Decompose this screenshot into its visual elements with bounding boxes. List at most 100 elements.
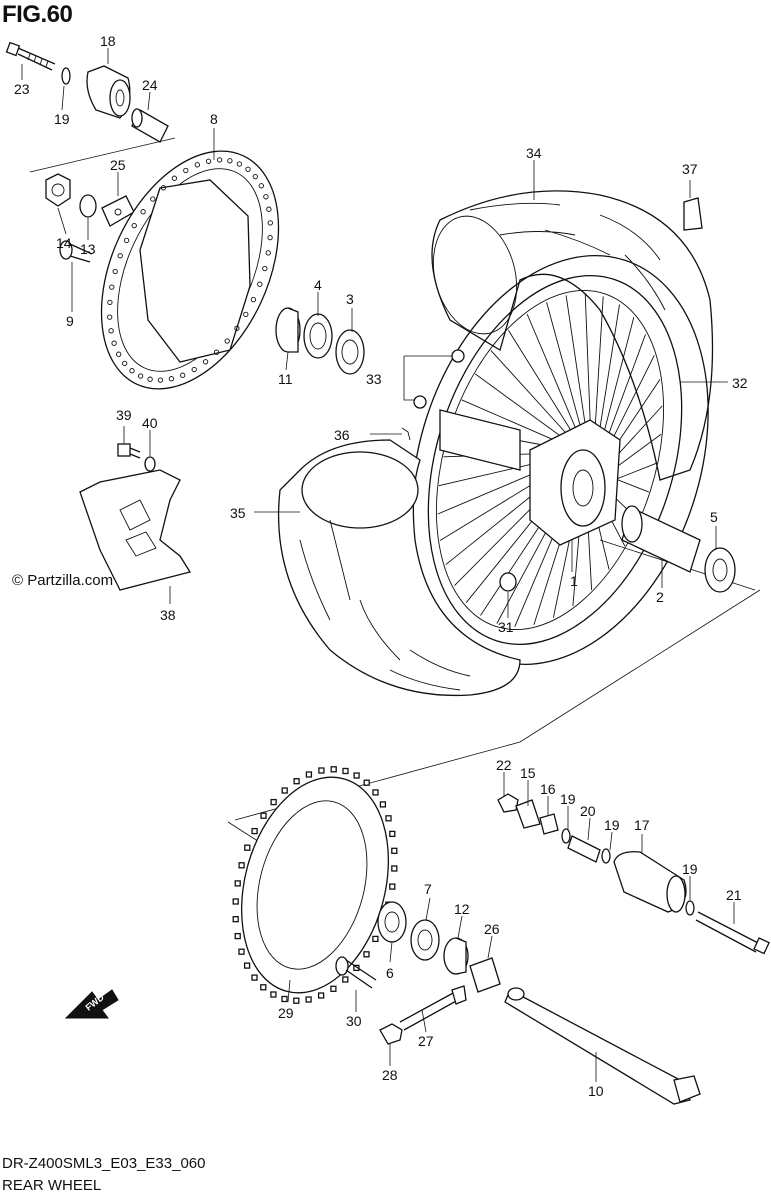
callout-38: 38 — [160, 607, 176, 623]
sprocket-tooth — [391, 865, 398, 872]
callout-35: 35 — [230, 505, 246, 521]
spoke — [474, 373, 573, 445]
washer-part-13 — [79, 194, 97, 218]
disc-hole — [265, 250, 271, 256]
bolt-part-39 — [117, 443, 141, 459]
washer-part-19 — [561, 828, 571, 844]
valve-nut-part-31 — [499, 572, 517, 592]
disc-hole — [267, 234, 273, 241]
disc-hole — [171, 175, 178, 181]
disc-hole — [252, 173, 258, 180]
seal-part-7 — [410, 919, 440, 961]
nut-part-28 — [379, 1023, 403, 1045]
sprocket-tooth — [293, 997, 300, 1004]
bolt-part-27 — [399, 985, 467, 1031]
callout-12: 12 — [454, 901, 470, 917]
sprocket-tooth — [363, 951, 370, 958]
disc-hole — [140, 209, 146, 215]
callout-30: 30 — [346, 1013, 362, 1029]
disc-hole — [263, 194, 269, 200]
disc-hole — [107, 299, 113, 306]
disc-hole — [147, 376, 153, 382]
sprocket-tooth — [243, 962, 251, 969]
disc-hole — [216, 157, 223, 163]
nut-part-22 — [497, 793, 519, 813]
callout-19-a: 19 — [560, 791, 576, 807]
callout-3: 3 — [346, 291, 354, 307]
callout-4: 4 — [314, 277, 322, 293]
diagram-name: REAR WHEEL — [2, 1177, 102, 1194]
callout-5: 5 — [710, 509, 718, 525]
valve-cap-part-37 — [683, 197, 703, 231]
disc-hole — [227, 158, 233, 164]
disc-hole — [243, 311, 249, 318]
watermark: © Partzilla.com — [12, 572, 114, 589]
sprocket-tooth — [385, 815, 392, 822]
hub-part-1 — [439, 409, 621, 546]
sprocket-tooth — [318, 767, 325, 774]
slider-part-17 — [613, 851, 687, 913]
disc-hole — [258, 183, 264, 189]
tire-part-35 — [277, 439, 521, 697]
callout-18: 18 — [100, 33, 116, 49]
sprocket-tooth — [330, 985, 337, 992]
callout-23: 23 — [14, 81, 30, 97]
disc-hole — [245, 166, 251, 172]
disc-hole — [234, 325, 240, 331]
callout-numbers: 1 2 3 4 5 6 7 8 9 10 11 12 13 14 15 16 1… — [14, 33, 748, 1099]
callout-27: 27 — [418, 1033, 434, 1049]
callout-16: 16 — [540, 781, 556, 797]
disc-hole — [183, 167, 189, 174]
sprocket-tooth — [260, 984, 267, 991]
sprocket-tooth — [353, 772, 360, 779]
spacer-part-24 — [131, 108, 169, 143]
callout-21: 21 — [726, 887, 742, 903]
callout-11: 11 — [278, 371, 293, 387]
disc-hole — [131, 222, 137, 229]
sprocket-tooth — [281, 787, 288, 794]
sprocket-tooth — [342, 767, 349, 775]
figure-label: FIG.60 — [2, 1, 73, 28]
callout-25: 25 — [110, 157, 126, 173]
nut-part-14 — [45, 173, 71, 207]
callout-26: 26 — [484, 921, 500, 937]
callout-33: 33 — [366, 371, 382, 387]
callout-40: 40 — [142, 415, 158, 431]
sprocket-tooth — [270, 991, 277, 998]
washer-part-19 — [685, 900, 695, 916]
disc-hole — [191, 366, 197, 373]
disc-hole — [266, 206, 272, 212]
spacer-part-2 — [621, 505, 701, 573]
washer-part-19 — [601, 848, 611, 864]
disc-hole — [180, 372, 186, 378]
sprocket-tooth — [251, 974, 258, 981]
callout-36: 36 — [334, 427, 350, 443]
disc-hole — [122, 360, 128, 367]
callout-8: 8 — [210, 111, 218, 127]
callout-31: 31 — [498, 619, 514, 635]
disc-hole — [257, 281, 263, 287]
spoke — [461, 399, 569, 447]
spacer-part-20 — [567, 835, 601, 863]
bearing-part-3 — [335, 329, 365, 375]
washer-part-40 — [144, 456, 156, 472]
sprocket-tooth — [372, 935, 379, 943]
sprocket-tooth — [251, 827, 258, 835]
disc-hole — [250, 296, 257, 303]
tire-part-34 — [431, 190, 714, 481]
seal-part-4 — [303, 313, 333, 359]
sprocket-part-29 — [240, 776, 390, 994]
sprocket-tooth — [379, 801, 387, 808]
bolt-part-23 — [5, 41, 56, 71]
sprocket-tooth — [234, 880, 241, 887]
callout-29: 29 — [278, 1005, 294, 1021]
disc-holes — [107, 157, 273, 383]
leader-lines — [21, 48, 735, 1082]
collar-part-11 — [275, 307, 301, 353]
disc-hole — [129, 368, 135, 374]
callout-7: 7 — [424, 881, 432, 897]
disc-hole — [107, 314, 113, 320]
sprocket-tooth — [270, 798, 277, 806]
callout-28: 28 — [382, 1067, 398, 1083]
disc-hole — [194, 162, 200, 168]
